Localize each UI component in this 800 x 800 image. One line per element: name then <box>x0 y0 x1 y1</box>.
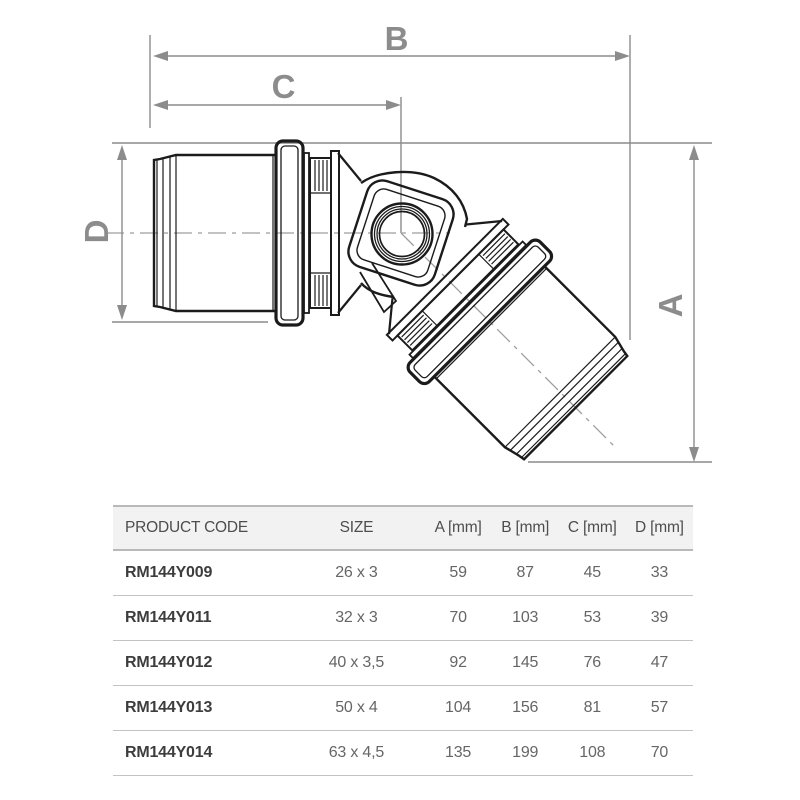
a-value: 70 <box>424 595 492 641</box>
dim-label-d: D <box>78 220 115 243</box>
size-value: 32 x 3 <box>288 595 425 641</box>
size-value: 63 x 4,5 <box>288 730 425 776</box>
c-value: 108 <box>558 730 626 776</box>
table-header-row: PRODUCT CODE SIZE A [mm] B [mm] C [mm] D… <box>113 505 693 551</box>
table-row: RM144Y014 63 x 4,5 135 199 108 70 <box>113 730 693 776</box>
header-d-mm: D [mm] <box>625 505 693 551</box>
product-code: RM144Y011 <box>113 595 289 641</box>
body-outline <box>360 170 469 228</box>
a-value: 92 <box>424 640 492 686</box>
product-code: RM144Y009 <box>113 550 289 596</box>
table-row: RM144Y013 50 x 4 104 156 81 57 <box>113 685 693 731</box>
a-value: 59 <box>424 550 492 596</box>
size-value: 40 x 3,5 <box>288 640 425 686</box>
extension-lines <box>112 35 712 463</box>
dimension-A: A <box>652 145 699 462</box>
a-value: 135 <box>424 730 492 776</box>
dimension-C: C <box>153 68 401 110</box>
product-code: RM144Y012 <box>113 640 289 686</box>
product-spec-table: PRODUCT CODE SIZE A [mm] B [mm] C [mm] D… <box>113 505 693 776</box>
d-value: 39 <box>625 595 693 641</box>
c-value: 76 <box>558 640 626 686</box>
table-row: RM144Y011 32 x 3 70 103 53 39 <box>113 595 693 641</box>
inspection-window <box>347 179 455 287</box>
b-value: 156 <box>491 685 559 731</box>
d-value: 57 <box>625 685 693 731</box>
dimension-B: B <box>153 20 630 61</box>
d-value: 47 <box>625 640 693 686</box>
header-size: SIZE <box>288 505 425 551</box>
d-value: 70 <box>625 730 693 776</box>
a-value: 104 <box>424 685 492 731</box>
c-value: 45 <box>558 550 626 596</box>
body-outline-bottom <box>360 282 395 299</box>
dim-label-c: C <box>272 68 295 105</box>
b-value: 145 <box>491 640 559 686</box>
product-code: RM144Y014 <box>113 730 289 776</box>
b-value: 199 <box>491 730 559 776</box>
d-value: 33 <box>625 550 693 596</box>
b-value: 103 <box>491 595 559 641</box>
size-value: 26 x 3 <box>288 550 425 596</box>
header-c-mm: C [mm] <box>558 505 626 551</box>
header-b-mm: B [mm] <box>491 505 559 551</box>
c-value: 53 <box>558 595 626 641</box>
header-a-mm: A [mm] <box>424 505 492 551</box>
dim-label-b: B <box>385 20 408 57</box>
table-row: RM144Y012 40 x 3,5 92 145 76 47 <box>113 640 693 686</box>
size-value: 50 x 4 <box>288 685 425 731</box>
body-web <box>359 262 398 314</box>
table-row: RM144Y009 26 x 3 59 87 45 33 <box>113 550 693 596</box>
b-value: 87 <box>491 550 559 596</box>
fitting-body <box>152 139 643 475</box>
fitting-technical-drawing: B C D A <box>78 20 712 475</box>
dimension-D: D <box>78 145 127 320</box>
product-code: RM144Y013 <box>113 685 289 731</box>
c-value: 81 <box>558 685 626 731</box>
header-product-code: PRODUCT CODE <box>113 505 289 551</box>
dim-label-a: A <box>652 294 689 317</box>
oring-circles <box>370 202 434 266</box>
